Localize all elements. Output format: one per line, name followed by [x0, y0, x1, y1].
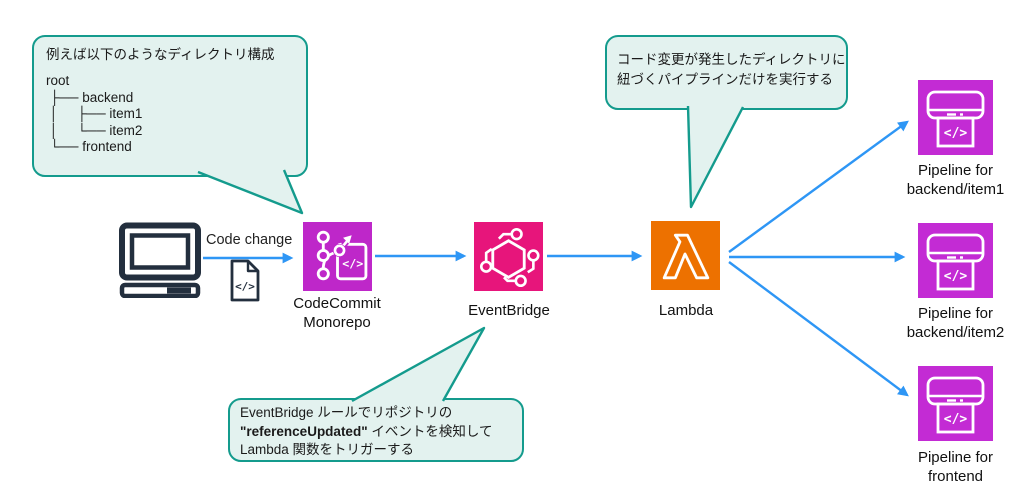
eventbridge-icon: [474, 222, 543, 291]
pipeline-icon-svg: </>: [926, 233, 985, 291]
codecommit-label: CodeCommit Monorepo: [277, 295, 397, 332]
eventbridge-icon-svg: [479, 227, 540, 288]
pipeline1-label-line2: backend/item1: [906, 180, 1005, 198]
bubble-directory-title: 例えば以下のようなディレクトリ構成: [46, 47, 275, 62]
arrow-lambda-to-pipeline3: [728, 261, 909, 397]
tree-line-backend: ├── backend: [46, 89, 134, 105]
eventbridge-note-line3: Lambda 関数をトリガーする: [240, 442, 415, 457]
codecommit-label-line2: Monorepo: [303, 313, 371, 331]
codecommit-code-glyph: </>: [342, 257, 363, 271]
lambda-icon-svg: [662, 233, 710, 280]
code-file-icon: </>: [227, 259, 263, 303]
tree-line-root: root: [46, 73, 70, 88]
code-change-label: Code change: [206, 232, 293, 248]
code-file-icon-svg: </>: [230, 259, 260, 302]
code-file-glyph: </>: [235, 280, 255, 293]
tree-line-item1: │ ├── item1: [46, 106, 143, 121]
bubble-directory-structure: 例えば以下のようなディレクトリ構成 root ├── backend │ ├──…: [32, 35, 308, 177]
pipeline3-code-glyph: </>: [944, 412, 968, 427]
pipeline1-label-line1: Pipeline for: [917, 162, 994, 179]
tree-line-item2: │ └── item2: [46, 122, 143, 138]
eventbridge-label: EventBridge: [468, 302, 550, 319]
lambda-icon: [651, 221, 720, 290]
pipeline1-code-glyph: </>: [944, 126, 968, 141]
pipeline3-label-line2: frontend: [927, 467, 984, 485]
codecommit-label-line1: CodeCommit: [293, 295, 381, 312]
reference-updated-text: "referenceUpdated": [240, 423, 368, 439]
computer-icon: [117, 222, 203, 298]
pipeline-frontend-icon: </>: [918, 366, 993, 441]
eventbridge-note-line1: EventBridge ルールでリポジトリの: [240, 405, 453, 420]
pipeline-backend-item1-label: Pipeline for backend/item1: [893, 162, 1018, 199]
eventbridge-note-line2: "referenceUpdated" イベントを検知して: [240, 423, 512, 442]
lambda-label: Lambda: [658, 302, 714, 319]
arrow-lambda-to-pipeline1: [728, 120, 909, 253]
pipeline-note-line2: 紐づくパイプラインだけを実行する: [617, 72, 833, 87]
pipeline-frontend-label: Pipeline for frontend: [893, 449, 1018, 486]
pipeline-note-line1: コード変更が発生したディレクトリに: [617, 52, 846, 67]
pipeline-backend-item1-icon: </>: [918, 80, 993, 155]
pipeline2-code-glyph: </>: [944, 269, 968, 284]
bubble-eventbridge-note-tail: [351, 326, 486, 403]
pipeline2-label-line2: backend/item2: [906, 323, 1005, 341]
pipeline2-label-line1: Pipeline for: [917, 305, 994, 322]
codecommit-icon-svg: </>: [316, 230, 368, 281]
pipeline-backend-item2-label: Pipeline for backend/item2: [893, 305, 1018, 342]
eventbridge-note-line2-suffix: イベントを検知して: [367, 423, 493, 439]
codecommit-icon: </>: [303, 222, 372, 291]
bubble-eventbridge-note: EventBridge ルールでリポジトリの "referenceUpdated…: [228, 398, 524, 462]
computer-icon-svg: [119, 222, 201, 298]
pipeline-backend-item2-icon: </>: [918, 223, 993, 298]
tree-line-frontend: └── frontend: [46, 139, 132, 154]
pipeline3-label-line1: Pipeline for: [917, 449, 994, 466]
pipeline-icon-svg: </>: [926, 376, 985, 434]
directory-tree: root ├── backend │ ├── item1 │ └── item2…: [46, 73, 294, 156]
bubble-pipeline-note-tail: [686, 105, 745, 209]
pipeline-icon-svg: </>: [926, 90, 985, 148]
bubble-pipeline-note: コード変更が発生したディレクトリに 紐づくパイプラインだけを実行する: [605, 35, 848, 110]
